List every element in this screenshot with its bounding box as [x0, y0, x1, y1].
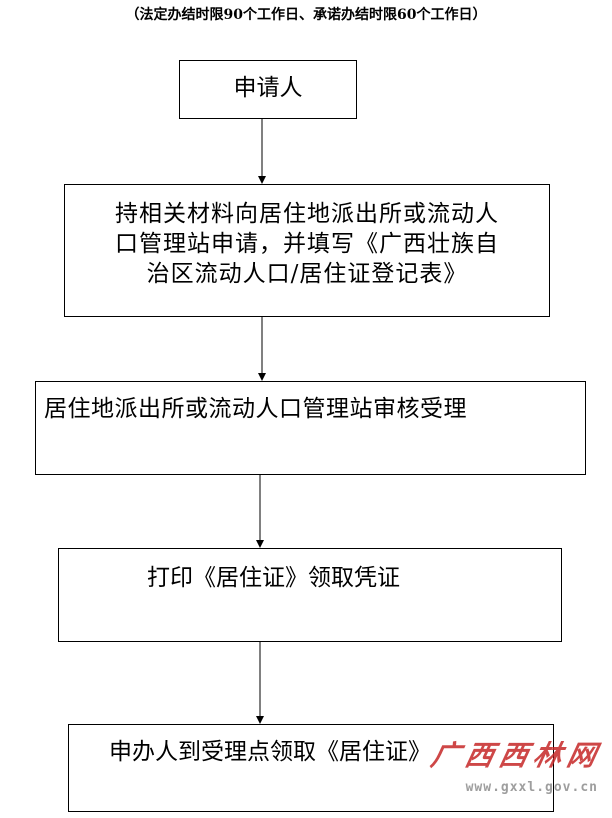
step-print-voucher: 打印《居住证》领取凭证: [58, 548, 562, 642]
arrow-down-icon: [256, 642, 264, 724]
step-applicant: 申请人: [179, 60, 357, 119]
step-review-accept: 居住地派出所或流动人口管理站审核受理: [35, 381, 586, 475]
step-text-line: 申办人到受理点领取《居住证》: [109, 739, 431, 765]
time-limit-header: （法定办结时限90个工作日、承诺办结时限60个工作日）: [125, 7, 487, 23]
step-collect-card: 申办人到受理点领取《居住证》: [68, 724, 554, 812]
arrow-down-icon: [258, 317, 266, 381]
step-text-line: 申请人: [233, 75, 303, 101]
step-text-line: 持相关材料向居住地派出所或流动人: [115, 201, 499, 227]
step-text-line: 打印《居住证》领取凭证: [147, 565, 400, 591]
step-text-line: 居住地派出所或流动人口管理站审核受理: [44, 396, 467, 422]
step-text-line: 口管理站申请，并填写《广西壮族自: [115, 231, 499, 257]
site-watermark: 广西西林网 www.gxxl.gov.cn: [402, 734, 605, 812]
step-submit-materials: 持相关材料向居住地派出所或流动人 口管理站申请，并填写《广西壮族自 治区流动人口…: [64, 184, 550, 317]
step-text-line: 治区流动人口/居住证登记表》: [146, 261, 468, 287]
arrow-down-icon: [256, 475, 264, 548]
arrow-down-icon: [258, 119, 266, 184]
watermark-url: www.gxxl.gov.cn: [465, 780, 598, 795]
watermark-logo: 广西西林网: [428, 739, 606, 772]
